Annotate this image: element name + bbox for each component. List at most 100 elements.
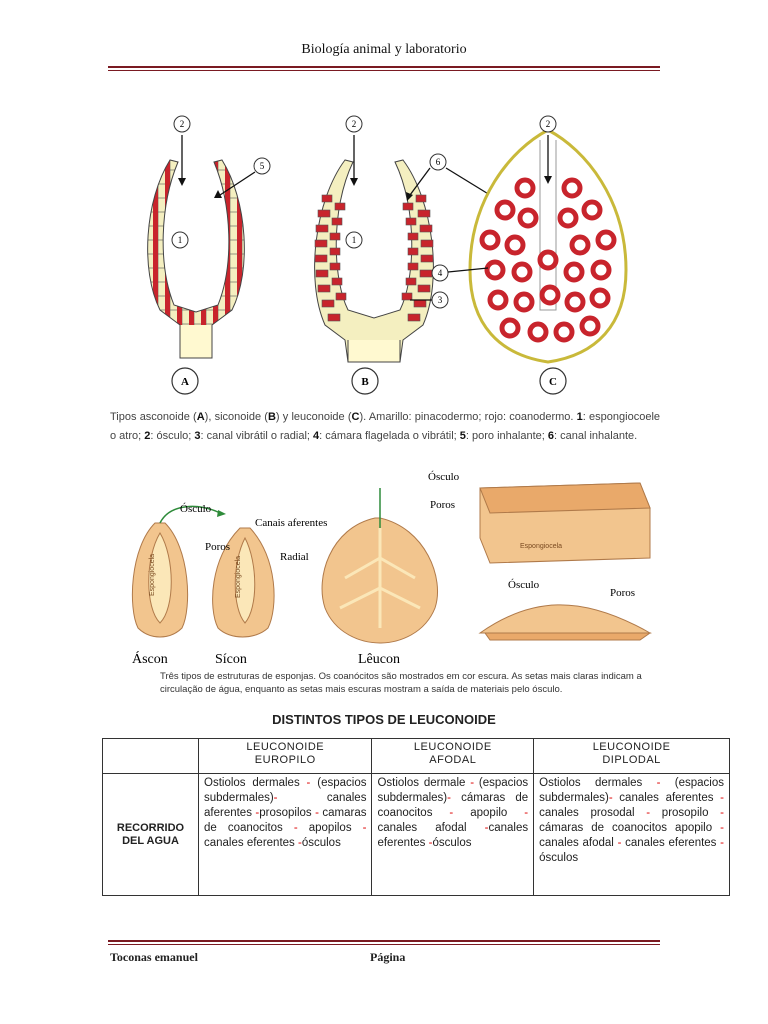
label-osculo-1: Ósculo — [180, 503, 212, 515]
footer-rule — [108, 940, 660, 945]
cell-text: Ostiolos dermales — [539, 777, 657, 789]
label-leucon: Lêucon — [358, 652, 400, 667]
cell-text: canales eferentes — [377, 822, 529, 849]
asconoid-body — [147, 135, 245, 359]
caption-fragment: 1 — [576, 411, 583, 423]
caption-fragment: ). Amarillo: pinacodermo; rojo: coanoder… — [359, 411, 577, 423]
svg-text:3: 3 — [438, 295, 443, 305]
callout-1-a: 1 — [171, 231, 189, 249]
svg-text:B: B — [361, 376, 369, 388]
panel-letter-b: B — [351, 367, 379, 395]
separator-dash: - — [720, 792, 724, 804]
separator-dash: - — [315, 807, 319, 819]
caption-fragment: C — [351, 411, 360, 423]
label-poros-3: Poros — [610, 587, 635, 599]
separator-dash: - — [617, 837, 622, 849]
cell-text: canales aferentes — [612, 792, 721, 804]
svg-text:6: 6 — [436, 157, 441, 167]
leuconoid-body — [468, 128, 628, 364]
cell-text: canales afodal — [377, 822, 485, 834]
leucon-illustration — [321, 488, 439, 644]
separator-dash: - — [273, 792, 278, 804]
svg-text:A: A — [181, 376, 189, 388]
footer-author: Toconas emanuel — [110, 950, 198, 964]
cell-text: cámaras de coanocitos apopilo — [539, 822, 721, 834]
separator-dash: - — [720, 822, 724, 834]
callout-2-c: 2 — [539, 115, 557, 133]
caption-fragment: : poro inhalante; — [465, 430, 548, 442]
svg-text:Espongiocela: Espongiocela — [149, 554, 156, 596]
cell-text: canales eferentes — [621, 837, 721, 849]
separator-dash: - — [656, 777, 661, 789]
page-header: Biología animal y laboratorio — [301, 42, 467, 57]
cell-text: ósculos — [539, 852, 579, 864]
cell-text: Ostiolos dermale — [377, 777, 471, 789]
ascon-illustration: Espongiocela — [131, 505, 226, 638]
caption-fragment: 5 — [459, 430, 466, 442]
svg-text:Espongiocela: Espongiocela — [520, 543, 562, 550]
separator-dash: - — [447, 792, 451, 804]
sicon-illustration: Espongiocela — [212, 527, 275, 638]
panel-letter-a: A — [171, 367, 199, 395]
caption-fragment: ) y leuconoide ( — [275, 411, 352, 423]
separator-dash: - — [524, 807, 529, 819]
separator-dash: - — [306, 777, 311, 789]
callout-1-b: 1 — [345, 231, 363, 249]
syconoid-body — [314, 135, 434, 363]
callout-6-b: 6 — [429, 153, 447, 171]
sponge-block-section: Espongiocela — [479, 482, 651, 564]
separator-dash: - — [720, 837, 724, 849]
svg-text:2: 2 — [352, 119, 357, 129]
cell-diplodal: Ostiolos dermales - (espacios subdermale… — [533, 773, 730, 896]
footer-page: Página — [370, 950, 406, 964]
caption-fragment: 4 — [313, 430, 320, 442]
cell-europilo: Ostiolos dermales - (espacios subdermale… — [197, 773, 373, 896]
table-title: DISTINTOS TIPOS DE LEUCONOIDE — [272, 712, 496, 727]
caption-fragment: : cámara flagelada o vibrátil; — [319, 430, 460, 442]
table-corner-cell — [102, 738, 199, 774]
cell-text: apopilos — [297, 822, 363, 834]
svg-text:2: 2 — [180, 119, 185, 129]
cell-text: canales eferentes — [204, 837, 298, 849]
callout-5-a: 5 — [253, 157, 271, 175]
panel-letter-c: C — [539, 367, 567, 395]
cell-text: camaras de coanocitos — [204, 807, 367, 834]
separator-dash: - — [608, 792, 613, 804]
separator-dash: - — [293, 822, 298, 834]
separator-dash: - — [255, 807, 260, 819]
label-sicon: Sícon — [215, 652, 247, 667]
separator-dash: - — [297, 837, 302, 849]
caption-fragment: : canal vibrátil o radial; — [200, 430, 314, 442]
cell-text: (espacios subdermales) — [204, 777, 367, 804]
cell-afodal: Ostiolos dermale - (espacios subdermales… — [371, 773, 535, 896]
svg-text:C: C — [549, 376, 557, 388]
cell-text: (espacios subdermales) — [377, 777, 529, 804]
cell-text: ósculos — [301, 837, 341, 849]
cell-text: canales aferentes — [204, 792, 367, 819]
svg-text:1: 1 — [178, 235, 183, 245]
sponge-half-section — [478, 604, 652, 641]
separator-dash: - — [428, 837, 433, 849]
caption-fragment: ), siconoide ( — [204, 411, 268, 423]
label-radial: Radial — [280, 551, 309, 563]
callout-4-c: 4 — [431, 264, 449, 282]
callout-3-b: 3 — [431, 291, 449, 309]
svg-text:4: 4 — [438, 268, 443, 278]
sponge-types-diagram: 2 5 1 2 6 1 3 — [147, 115, 628, 395]
cell-text: cámaras de coanocitos — [377, 792, 529, 819]
separator-dash: - — [470, 777, 475, 789]
caption-fragment: : canal inhalante. — [554, 430, 638, 442]
caption-fragment: : ósculo; — [150, 430, 195, 442]
caption-fragment: B — [267, 411, 276, 423]
caption-fragment: A — [196, 411, 205, 423]
separator-dash: - — [720, 807, 724, 819]
cell-text: prosopilo — [650, 807, 721, 819]
caption-fragment: 6 — [547, 430, 554, 442]
label-osculo-2: Ósculo — [428, 471, 460, 483]
sponge-structures-illustration: Espongiocela Espongiocela Espongiocela Ó… — [131, 471, 652, 667]
